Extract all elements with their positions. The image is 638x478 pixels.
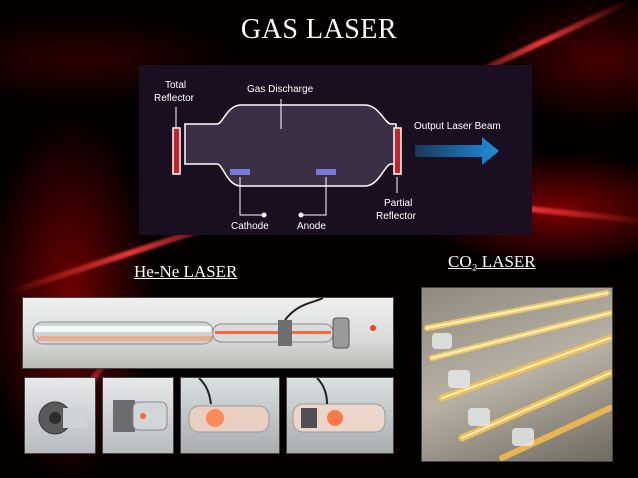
cathode-label: Cathode [231,221,269,232]
reflector-label: Reflector [154,93,195,104]
cathode-electrode [230,169,250,175]
discharge-tube [184,104,397,187]
slide-title: GAS LASER [240,14,398,45]
hene-glow-photo-2 [286,377,394,454]
hene-end-photo-2 [102,377,174,454]
output-beam-label: Output Laser Beam [414,121,501,132]
gas-laser-diagram: Total Reflector Gas Discharge Output Las… [139,65,532,235]
hene-end-photo-1 [24,377,96,454]
anode-electrode [316,169,336,175]
partial-reflector-label: Reflector [376,211,417,222]
co2-tubes-photo [421,287,613,462]
hene-laser-label: He-Ne LASER [134,262,238,281]
co2-laser-label: CO₂ LASER [448,252,536,271]
gas-discharge-label: Gas Discharge [247,84,314,95]
hene-glow-photo-1 [180,377,280,454]
output-beam-arrow [415,137,499,165]
total-reflector-mirror [172,127,181,175]
total-label: Total [165,80,186,91]
anode-label: Anode [297,221,326,232]
hene-tube-photo [22,297,394,369]
partial-label: Partial [384,198,412,209]
partial-reflector-mirror [393,127,402,175]
